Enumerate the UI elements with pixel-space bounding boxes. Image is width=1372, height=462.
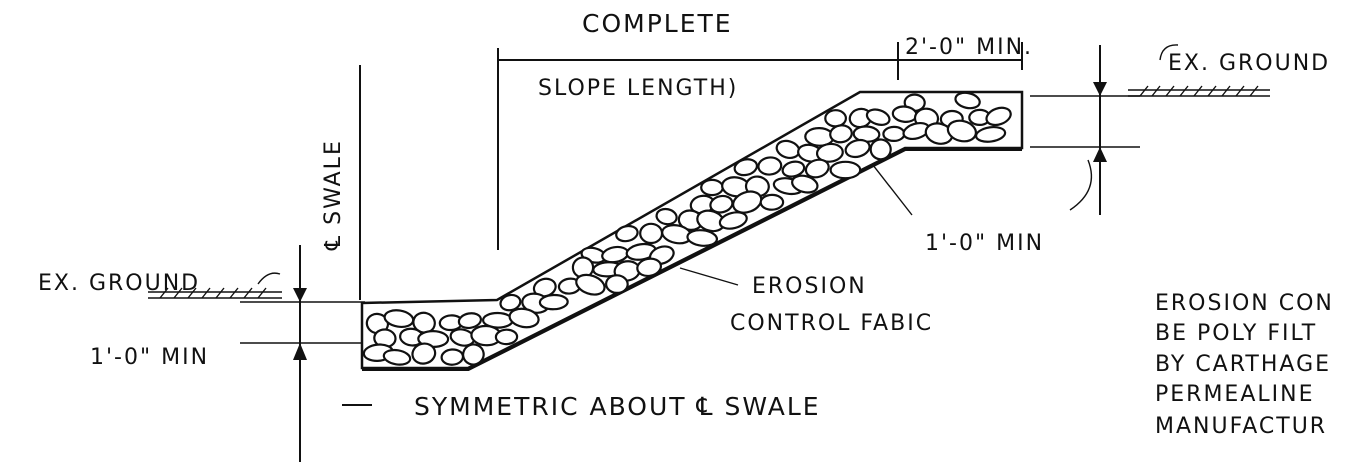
riprap-stone (508, 307, 540, 329)
riprap-stone (615, 224, 639, 243)
riprap-stone (985, 106, 1012, 127)
note-line: BY CARTHAGE (1155, 352, 1331, 377)
riprap-stone (954, 91, 981, 110)
riprap-stone (636, 257, 663, 278)
riprap-stone (575, 273, 606, 296)
riprap-stone (844, 138, 871, 159)
riprap-stone (462, 343, 485, 366)
label-erosion-fabric-line1: EROSION (752, 274, 867, 299)
riprap-stone (815, 142, 844, 163)
riprap-stone (382, 348, 412, 366)
riprap-stone (709, 194, 734, 214)
ex-ground-hatch-right (1128, 85, 1270, 97)
riprap-stone (781, 160, 806, 178)
label-complete: COMPLETE (582, 9, 733, 38)
riprap-stone (411, 342, 437, 365)
right-one-ft-leader (1069, 159, 1093, 211)
label-erosion-fabric-line2: CONTROL FABIC (730, 311, 933, 336)
ex-ground-top-leader (1159, 44, 1179, 61)
riprap-stone (700, 178, 724, 197)
riprap-stone (733, 158, 759, 177)
label-two-ft-min: 2'-0" MIN. (905, 35, 1033, 60)
note-line: MANUFACTUR (1155, 414, 1327, 439)
left-dimension-arrow-up (293, 343, 307, 360)
riprap-stone (605, 274, 629, 295)
riprap-stone (869, 138, 892, 161)
riprap-stone (494, 328, 519, 346)
note-line: BE POLY FILT (1155, 321, 1317, 346)
label-ex-ground-top: EX. GROUND (1168, 51, 1330, 76)
riprap-stone (759, 193, 785, 211)
label-slope-length: SLOPE LENGTH) (538, 76, 738, 101)
right-dimension-arrow-down (1093, 82, 1107, 96)
riprap-stone (538, 293, 569, 311)
label-one-ft-min-left: 1'-0" MIN (90, 345, 209, 370)
riprap-rocks (362, 91, 1012, 366)
fabric-leader (679, 267, 739, 286)
riprap-stone (865, 108, 891, 126)
label-ex-ground-left: EX. GROUND (38, 271, 200, 296)
riprap-stone (882, 125, 906, 143)
riprap-stone (804, 158, 830, 179)
riprap-stone (457, 312, 483, 330)
dimension-lines (240, 42, 1140, 462)
label-one-ft-min-right: 1'-0" MIN (925, 231, 1044, 256)
riprap-stone (686, 229, 719, 247)
riprap-stone (440, 348, 465, 366)
ex-ground-hatch-left (148, 272, 282, 299)
riprap-stone (499, 293, 522, 312)
left-dimension-arrow-down (293, 288, 307, 302)
riprap-stone (655, 207, 678, 226)
riprap-stone (824, 109, 847, 128)
label-symmetric-about-swale: SYMMETRIC ABOUT ℄ SWALE (414, 392, 821, 421)
riprap-stone (732, 190, 763, 214)
riprap-stone (757, 156, 783, 176)
note-line: PERMEALINE (1155, 382, 1315, 407)
label-swale-centerline: ℄ SWALE (321, 139, 346, 251)
erosion-control-note: EROSION CON BE POLY FILT BY CARTHAGE PER… (1155, 291, 1334, 439)
right-dimension-arrow-up (1093, 147, 1107, 162)
riprap-stone (975, 125, 1007, 143)
riprap-stone (639, 222, 664, 245)
note-line: EROSION CON (1155, 291, 1334, 316)
riprap-stone (829, 124, 853, 144)
riprap-stone (791, 174, 819, 194)
riprap-stone (718, 211, 748, 230)
riprap-stone (829, 160, 862, 180)
